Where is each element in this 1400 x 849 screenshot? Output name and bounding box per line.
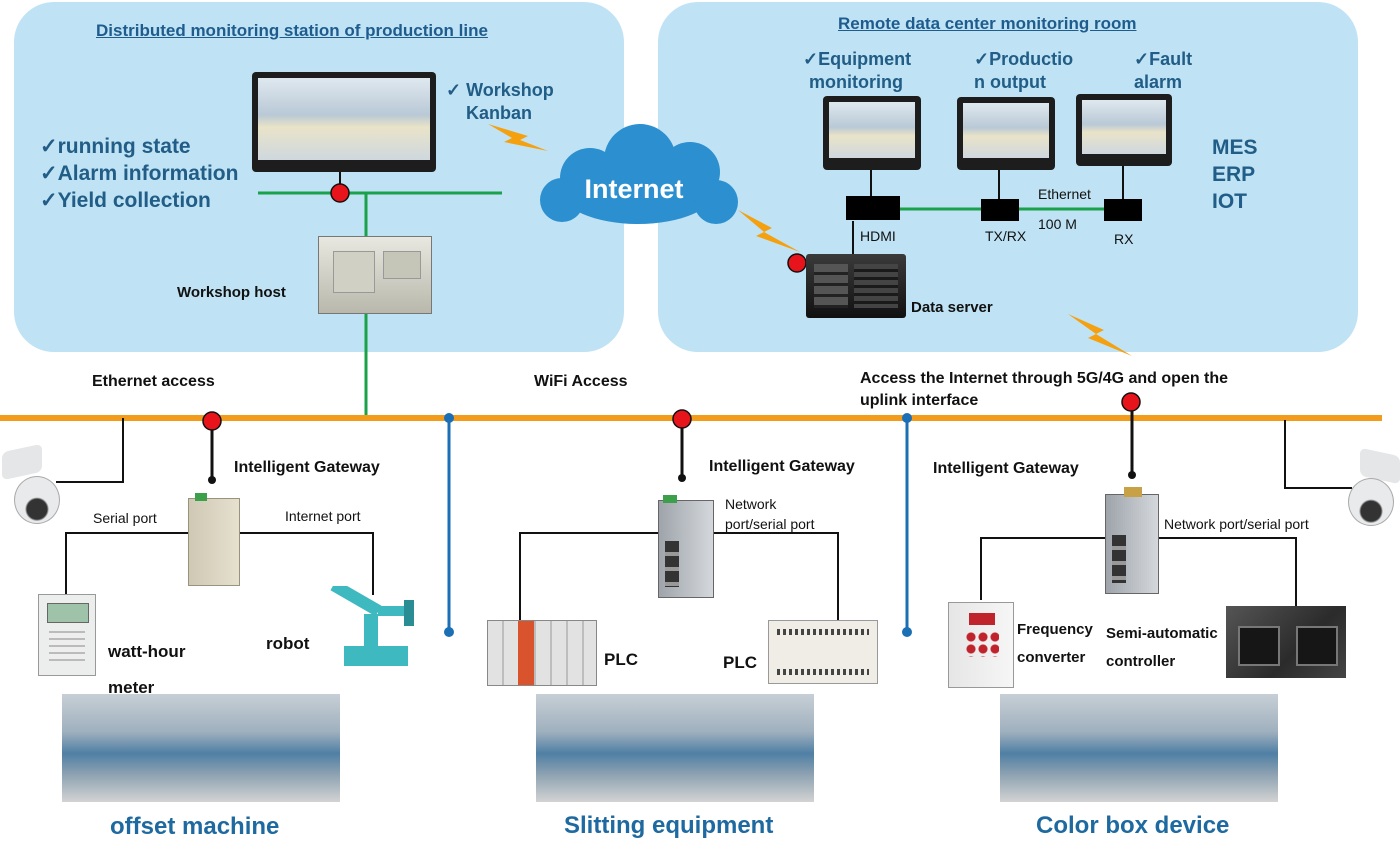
ethernet-label: Ethernet xyxy=(1038,186,1091,202)
slitting-equipment-photo xyxy=(536,694,814,802)
data-server-icon xyxy=(806,254,906,318)
rx-label: RX xyxy=(1114,231,1134,247)
internet-cloud-icon xyxy=(540,124,738,224)
lightning-icon-center xyxy=(738,210,800,252)
gateway-3-label: Intelligent Gateway xyxy=(933,460,1079,477)
plc-2-icon xyxy=(768,620,878,684)
plc-2-label: PLC xyxy=(723,653,757,672)
gateway-3-icon xyxy=(1105,487,1159,594)
data-server-label: Data server xyxy=(911,299,993,316)
gateway-1-serial-label: Serial port xyxy=(93,510,157,526)
internet-label: Internet xyxy=(584,174,684,204)
semi-auto-controller-label: Semi-automatic controller xyxy=(1106,625,1218,670)
status-checklist: ✓running state ✓Alarm information ✓Yield… xyxy=(40,135,239,212)
checklist-running-state: running state xyxy=(57,135,191,158)
camera-right-icon xyxy=(1342,447,1400,526)
watt-hour-meter-icon xyxy=(38,594,96,676)
equipment-monitoring-label: ✓Equipment monitoring xyxy=(803,49,912,92)
gateway-1-internet-label: Internet port xyxy=(285,508,361,524)
camera-left-link xyxy=(56,418,124,483)
txrx-label: TX/RX xyxy=(985,228,1027,244)
production-output-label: ✓Productio n output xyxy=(974,49,1074,92)
system-mes: MES xyxy=(1212,136,1258,159)
camera-right-link xyxy=(1284,420,1352,489)
monitor-fault xyxy=(1076,94,1172,166)
watt-hour-meter-label: watt-hour meter xyxy=(108,642,186,697)
offset-machine-photo xyxy=(62,694,340,802)
workshop-host-label: Workshop host xyxy=(177,284,286,301)
monitor-production xyxy=(957,97,1055,170)
node-gateway-1 xyxy=(202,411,222,431)
workshop-host-icon xyxy=(318,236,432,314)
frequency-converter-icon xyxy=(948,602,1014,688)
node-gateway-2 xyxy=(672,409,692,429)
kanban-label: ✓ Workshop Kanban xyxy=(446,80,554,123)
checklist-yield: Yield collection xyxy=(57,189,211,212)
gateway-2-port-label: Network port/serial port xyxy=(725,496,815,532)
system-iot: IOT xyxy=(1212,190,1247,213)
gateway-3-port-label: Network port/serial port xyxy=(1164,516,1309,532)
fault-alarm-label: ✓Fault alarm xyxy=(1134,49,1193,92)
systems-list: MES ERP IOT xyxy=(1212,134,1258,215)
lightning-icon-right xyxy=(1068,314,1132,356)
monitor-equipment xyxy=(823,96,921,170)
data-center-panel xyxy=(658,2,1358,352)
speed-label: 100 M xyxy=(1038,216,1077,232)
hdmi-label: HDMI xyxy=(860,228,896,244)
cellular-access-label: Access the Internet through 5G/4G and op… xyxy=(860,370,1229,409)
checklist-alarm-info: Alarm information xyxy=(57,162,239,185)
plc-1-label: PLC xyxy=(604,650,638,669)
node-server xyxy=(787,253,807,273)
section-slitting-equipment: Slitting equipment xyxy=(564,812,774,839)
rx-box xyxy=(1104,199,1142,221)
plc-1-icon xyxy=(487,620,597,686)
lightning-icon-left xyxy=(488,124,548,151)
ethernet-access-label: Ethernet access xyxy=(92,373,215,390)
node-gateway-3 xyxy=(1121,392,1141,412)
gateway-2-icon xyxy=(658,495,714,598)
txrx-box xyxy=(981,199,1019,221)
frequency-converter-label: Frequency converter xyxy=(1017,621,1093,666)
hdmi-box xyxy=(846,196,900,220)
kanban-monitor xyxy=(252,72,436,172)
semi-auto-controller-icon xyxy=(1226,606,1346,678)
right-panel-title[interactable]: Remote data center monitoring room xyxy=(838,14,1137,33)
system-erp: ERP xyxy=(1212,163,1256,186)
gateway-1-icon xyxy=(188,493,240,586)
robot-label: robot xyxy=(266,634,310,653)
left-panel-title[interactable]: Distributed monitoring station of produc… xyxy=(96,21,488,40)
gateway-2-label: Intelligent Gateway xyxy=(709,458,855,475)
gateway-1-label: Intelligent Gateway xyxy=(234,459,380,476)
wifi-access-label: WiFi Access xyxy=(534,373,628,390)
section-offset-machine: offset machine xyxy=(110,813,280,840)
node-workshop xyxy=(330,183,350,203)
section-color-box-device: Color box device xyxy=(1036,812,1230,839)
camera-left-icon xyxy=(0,443,60,526)
robot-icon xyxy=(330,586,414,666)
color-box-device-photo xyxy=(1000,694,1278,802)
